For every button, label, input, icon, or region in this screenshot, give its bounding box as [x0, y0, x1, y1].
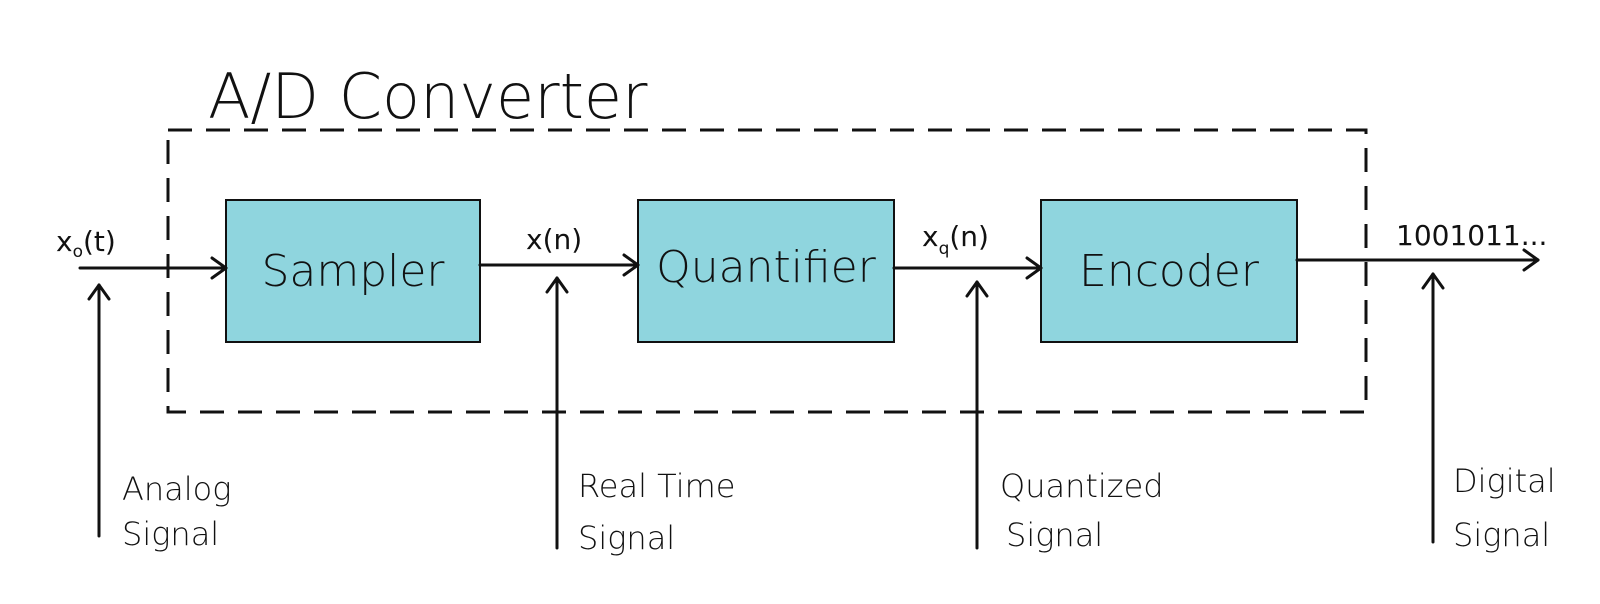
output-signal-label: 1001011... [1396, 219, 1547, 252]
realtime-signal-description: Real Time Signal [578, 467, 735, 557]
svg-text:Digital: Digital [1453, 462, 1556, 500]
quantifier-to-encoder-arrow [892, 256, 1043, 280]
realtime-pointer-arrow [545, 276, 569, 550]
quantized-signal-label: xq(n) [922, 220, 989, 259]
sampled-signal-label: x(n) [526, 223, 582, 256]
quantifier-label: Quantifier [656, 242, 877, 293]
input-arrow [78, 256, 228, 280]
quantifier-block: Quantifier [637, 199, 895, 343]
converter-boundary [166, 128, 1368, 414]
diagram-title: A/D Converter [208, 60, 648, 133]
svg-text:Quantized: Quantized [1000, 467, 1164, 505]
quantized-signal-description: Quantized Signal [1000, 467, 1164, 554]
analog-pointer-arrow [87, 283, 111, 538]
svg-text:Analog: Analog [122, 470, 231, 508]
svg-text:Signal: Signal [122, 515, 219, 553]
sampler-block: Sampler [225, 199, 481, 343]
digital-pointer-arrow [1421, 272, 1445, 544]
svg-text:Real Time: Real Time [578, 467, 735, 505]
svg-text:Signal: Signal [1453, 516, 1550, 554]
digital-signal-description: Digital Signal [1453, 462, 1556, 554]
input-signal-label: xo(t) [56, 225, 116, 262]
svg-text:Signal: Signal [1006, 516, 1103, 554]
output-arrow [1295, 248, 1540, 272]
analog-signal-description: Analog Signal [122, 470, 231, 553]
quantized-pointer-arrow [965, 280, 989, 550]
sampler-label: Sampler [261, 246, 445, 297]
encoder-block: Encoder [1040, 199, 1298, 343]
sampler-to-quantifier-arrow [478, 253, 640, 277]
encoder-label: Encoder [1079, 246, 1260, 297]
svg-text:Signal: Signal [578, 519, 675, 557]
